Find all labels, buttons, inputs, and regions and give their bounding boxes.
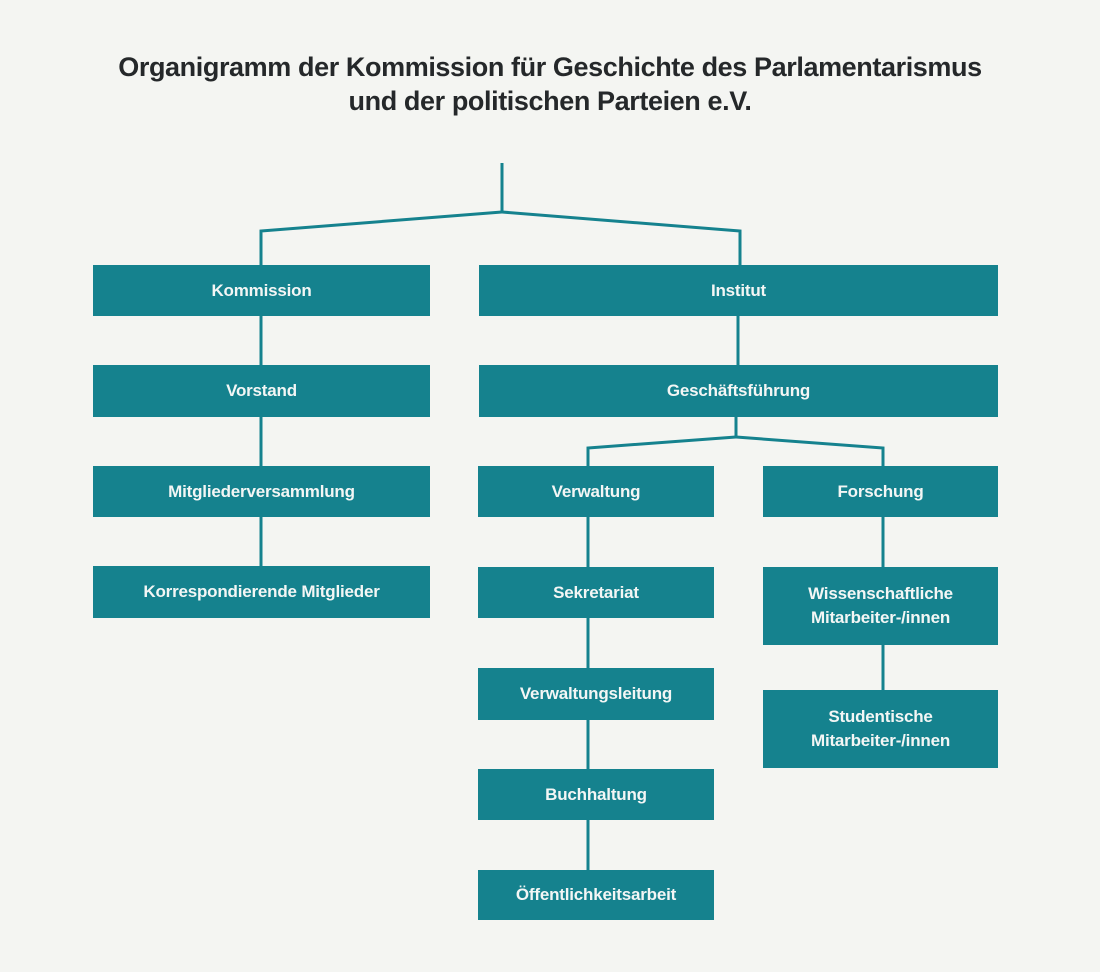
node-studentische-mitarbeiter: Studentische Mitarbeiter-/innen (763, 690, 998, 768)
node-kommission-label: Kommission (211, 280, 312, 300)
node-oeffentlichkeitsarbeit: Öffentlichkeitsarbeit (478, 870, 714, 920)
node-buchhaltung-label: Buchhaltung (545, 784, 647, 804)
page-title-line1: Organigramm der Kommission für Geschicht… (118, 52, 982, 82)
edge-top-kommission (259, 210, 503, 266)
node-geschaeftsfuehrung: Geschäftsführung (479, 365, 998, 417)
node-verwaltung: Verwaltung (478, 466, 714, 517)
node-forschung-label: Forschung (837, 481, 924, 501)
node-verwaltungsleitung: Verwaltungsleitung (478, 668, 714, 720)
node-geschaeftsfuehrung-label: Geschäftsführung (666, 381, 811, 400)
node-buchhaltung: Buchhaltung (478, 769, 714, 820)
edge-geschaeftsfuehrung-verwaltung (586, 435, 737, 467)
node-institut: Institut (479, 265, 998, 316)
node-korrespondierende-mitglieder: Korrespondierende Mitglieder (93, 566, 430, 618)
node-oeffentlichkeitsarbeit-label: Öffentlichkeitsarbeit (515, 885, 677, 904)
node-sekretariat: Sekretariat (478, 567, 714, 618)
node-vorstand-label: Vorstand (226, 381, 297, 400)
node-kommission: Kommission (93, 265, 430, 316)
node-forschung: Forschung (763, 466, 998, 517)
edge-top-institut (501, 210, 742, 266)
node-verwaltung-label: Verwaltung (551, 481, 641, 501)
node-studentische-mitarbeiter-label: Studentische Mitarbeiter-/innen (810, 707, 951, 750)
node-wissenschaftliche-mitarbeiter: Wissenschaftliche Mitarbeiter-/innen (763, 567, 998, 645)
node-institut-label: Institut (710, 280, 767, 300)
node-mitgliederversammlung: Mitgliederversammlung (93, 466, 430, 517)
node-korrespondierende-mitglieder-label: Korrespondierende Mitglieder (143, 582, 380, 601)
page-title: Organigramm der Kommission für Geschicht… (0, 50, 1100, 118)
node-wissenschaftliche-mitarbeiter-label: Wissenschaftliche Mitarbeiter-/innen (808, 584, 953, 627)
node-vorstand: Vorstand (93, 365, 430, 417)
node-sekretariat-label: Sekretariat (553, 582, 639, 602)
node-verwaltungsleitung-label: Verwaltungsleitung (519, 684, 673, 703)
page-title-line2: und der politischen Parteien e.V. (348, 86, 752, 116)
node-mitgliederversammlung-label: Mitgliederversammlung (168, 481, 355, 501)
edge-geschaeftsfuehrung-forschung (735, 435, 885, 467)
